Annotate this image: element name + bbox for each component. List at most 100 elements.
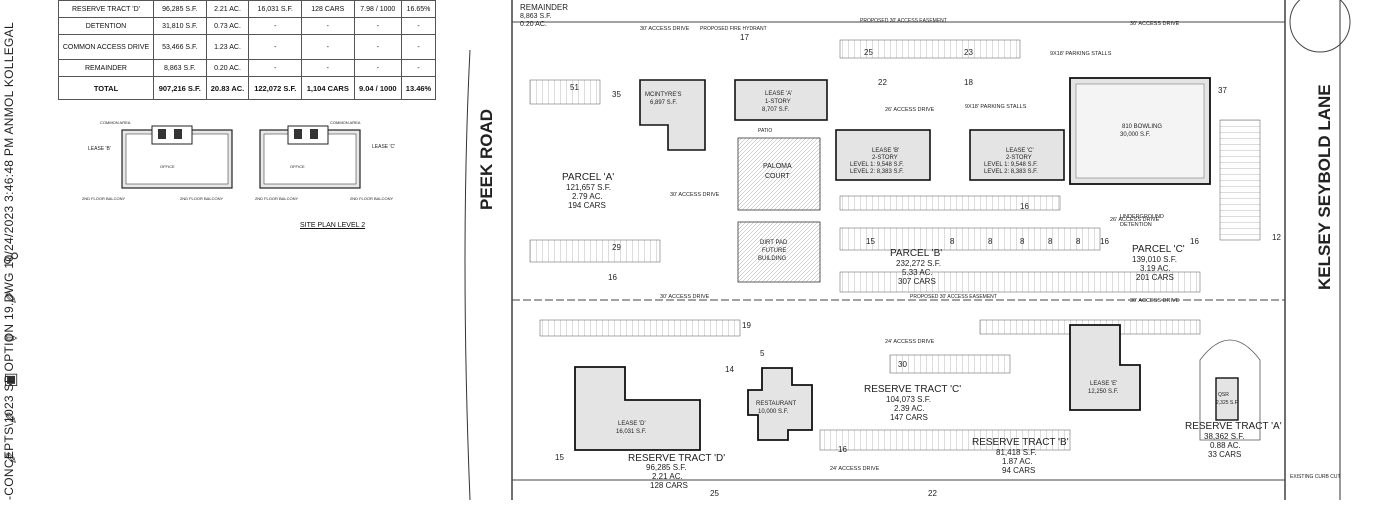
- level2-title: SITE PLAN LEVEL 2: [300, 222, 366, 229]
- parking-row: [839, 227, 1101, 251]
- stall-count: 14: [725, 365, 734, 374]
- parking-stalls-label: 9X18' PARKING STALLS: [965, 104, 1027, 110]
- peek-road-label: PEEK ROAD: [477, 109, 496, 210]
- reserve-tract-a-label: RESERVE TRACT 'A' 38,362 S.F. 0.88 AC. 3…: [1185, 421, 1282, 459]
- svg-text:8,707 S.F.: 8,707 S.F.: [762, 107, 789, 113]
- parking-row: [839, 39, 1021, 59]
- svg-text:128 CARS: 128 CARS: [650, 481, 688, 490]
- attachment-icon[interactable]: ☍: [2, 251, 20, 268]
- svg-text:307 CARS: 307 CARS: [898, 277, 936, 286]
- remainder-ac: 0.20 AC.: [520, 21, 547, 28]
- site-plan-drawing: MCINTYRE'S 6,897 S.F. LEASE 'A' 1-STORY …: [440, 0, 1400, 501]
- stall-count: 15: [555, 453, 564, 462]
- mcintyres-building: MCINTYRE'S 6,897 S.F.: [639, 79, 706, 151]
- stall-count: 23: [964, 48, 973, 57]
- office-label: OFFICE: [160, 164, 175, 169]
- svg-text:LEASE 'B': LEASE 'B': [872, 148, 899, 154]
- svg-text:LEASE 'E': LEASE 'E': [1090, 381, 1117, 387]
- table-total-row: TOTAL 907,216 S.F. 20.83 AC. 122,072 S.F…: [58, 76, 436, 100]
- reserve-tract-b-label: RESERVE TRACT 'B' 81,418 S.F. 1.87 AC. 9…: [972, 437, 1069, 475]
- svg-text:LEVEL 2: 8,383 S.F.: LEVEL 2: 8,383 S.F.: [850, 169, 904, 175]
- balcony-label: 2ND FLOOR BALCONY: [350, 196, 393, 201]
- stall-count: 30: [898, 360, 907, 369]
- svg-text:38,362 S.F.: 38,362 S.F.: [1204, 432, 1244, 441]
- stall-count: 51: [570, 83, 579, 92]
- comment-icon[interactable]: ✎: [4, 291, 18, 308]
- svg-text:194 CARS: 194 CARS: [568, 201, 606, 210]
- lease-e-building: LEASE 'E' 12,250 S.F.: [1069, 324, 1141, 411]
- drive-thru-lane: [1199, 339, 1261, 441]
- stall-count: 16: [1190, 237, 1199, 246]
- access-drive-label: 24' ACCESS DRIVE: [830, 466, 880, 472]
- stall-count: 25: [710, 489, 719, 498]
- svg-text:1-STORY: 1-STORY: [765, 99, 791, 105]
- access-drive-label: 30' ACCESS DRIVE: [1130, 298, 1180, 304]
- stall-count: 15: [866, 237, 875, 246]
- svg-text:MCINTYRE'S: MCINTYRE'S: [645, 92, 681, 98]
- svg-text:2-STORY: 2-STORY: [1006, 155, 1032, 161]
- highlight-icon[interactable]: ▣: [3, 371, 19, 388]
- access-drive-label: 30' ACCESS DRIVE: [670, 192, 720, 198]
- parking-row: [889, 354, 1011, 374]
- svg-text:PARCEL 'B': PARCEL 'B': [890, 248, 942, 259]
- balcony-label: 2ND FLOOR BALCONY: [255, 196, 298, 201]
- svg-text:33 CARS: 33 CARS: [1208, 450, 1241, 459]
- fire-hydrant-label: PROPOSED FIRE HYDRANT: [700, 26, 767, 32]
- site-area-table: RESERVE TRACT 'D' 96,285 S.F. 2.21 AC. 1…: [58, 0, 436, 100]
- stall-count: 8: [1020, 237, 1025, 246]
- parcel-c-label: PARCEL 'C' 139,010 S.F. 3.19 AC. 201 CAR…: [1132, 244, 1185, 282]
- underground-label: UNDERGROUND: [1120, 214, 1164, 220]
- svg-text:147 CARS: 147 CARS: [890, 413, 928, 422]
- parking-row: [819, 429, 1071, 451]
- file-path-vertical-text: -CONCEPTS\1023 SP OPTION 19.DWG 10/24/20…: [2, 22, 16, 500]
- stamp-icon[interactable]: ✎: [4, 411, 18, 428]
- parcel-a-label: PARCEL 'A' 121,657 S.F. 2.79 AC. 194 CAR…: [562, 172, 614, 210]
- stall-count: 8: [950, 237, 955, 246]
- parking-row: [529, 79, 601, 105]
- svg-text:16,031 S.F.: 16,031 S.F.: [616, 429, 647, 435]
- stall-count: 37: [1218, 86, 1227, 95]
- svg-text:LEVEL 1: 9,548 S.F.: LEVEL 1: 9,548 S.F.: [850, 162, 904, 168]
- edit-icon[interactable]: ✎: [4, 451, 18, 468]
- office-label: OFFICE: [290, 164, 305, 169]
- svg-text:139,010 S.F.: 139,010 S.F.: [1132, 255, 1177, 264]
- stall-count: 5: [760, 349, 765, 358]
- easement-label: PROPOSED 30' ACCESS EASEMENT: [860, 18, 947, 24]
- stall-count: 16: [608, 273, 617, 282]
- svg-text:DIRT PAD: DIRT PAD: [760, 240, 788, 246]
- lease-b-level2-label: LEASE 'B': [88, 146, 111, 152]
- svg-text:PARCEL 'C': PARCEL 'C': [1132, 244, 1185, 255]
- easement-label: PROPOSED 30' ACCESS EASEMENT: [910, 294, 997, 300]
- stall-count: 8: [1048, 237, 1053, 246]
- patio-label: PATIO: [758, 128, 772, 134]
- remainder-label: REMAINDER: [520, 3, 568, 12]
- stall-count: 29: [612, 243, 621, 252]
- svg-text:FUTURE: FUTURE: [762, 248, 786, 254]
- stall-count: 16: [1100, 237, 1109, 246]
- access-drive-label: 26' ACCESS DRIVE: [885, 107, 935, 113]
- svg-text:2,325 S.F.: 2,325 S.F.: [1216, 400, 1239, 406]
- restaurant-building: RESTAURANT 10,000 S.F.: [747, 367, 813, 441]
- svg-text:121,657 S.F.: 121,657 S.F.: [566, 183, 611, 192]
- svg-text:3.19 AC.: 3.19 AC.: [1140, 264, 1171, 273]
- balcony-label: 2ND FLOOR BALCONY: [82, 196, 125, 201]
- kelsey-road-label: KELSEY SEYBOLD LANE: [1315, 84, 1334, 290]
- site-plan-level-2: LEASE 'B' LEASE 'C' COMMON AREA COMMON A…: [60, 110, 430, 240]
- table-row: DETENTION 31,810 S.F. 0.73 AC. - - - -: [58, 17, 436, 35]
- svg-text:PARCEL 'A': PARCEL 'A': [562, 172, 614, 183]
- access-drive-label: 30' ACCESS DRIVE: [1130, 21, 1180, 27]
- parking-row: [839, 195, 1061, 211]
- parking-row: [839, 271, 1201, 293]
- stall-count: 25: [864, 48, 873, 57]
- stall-count: 17: [740, 33, 749, 42]
- qsr-building: QSR 2,325 S.F.: [1215, 377, 1239, 421]
- parking-stalls-label: 9X18' PARKING STALLS: [1050, 51, 1112, 57]
- parking-row: [539, 319, 741, 337]
- svg-text:2.39 AC.: 2.39 AC.: [894, 404, 925, 413]
- svg-text:RESERVE TRACT 'D': RESERVE TRACT 'D': [628, 453, 725, 464]
- stall-count: 22: [878, 78, 887, 87]
- pen-icon[interactable]: ✏: [4, 331, 18, 348]
- stall-count: 16: [1020, 202, 1029, 211]
- svg-text:COURT: COURT: [765, 173, 790, 180]
- svg-text:201 CARS: 201 CARS: [1136, 273, 1174, 282]
